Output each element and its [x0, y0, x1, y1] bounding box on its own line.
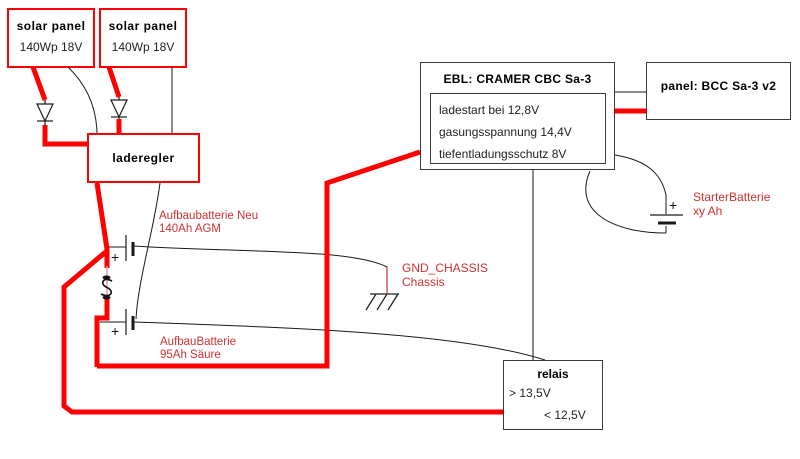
solar-panel-2-box: solar panel 140Wp 18V — [99, 8, 187, 68]
control-panel-box: panel: BCC Sa-3 v2 — [646, 62, 791, 120]
solar-panel-1-box: solar panel 140Wp 18V — [7, 8, 95, 68]
relais-box: relais > 13,5V < 12,5V — [503, 360, 603, 430]
relais-threshold-off: < 12,5V — [544, 408, 586, 422]
label-starterbatterie-line2: xy Ah — [693, 204, 723, 218]
label-aufbaubatterie-neu-line2: 140Ah AGM — [159, 223, 222, 235]
chassis-ground-icon — [365, 293, 399, 311]
solar-panel-2-title: solar panel — [108, 19, 178, 33]
battery2-symbol — [125, 309, 135, 335]
wire-battery2-ebl — [97, 149, 421, 369]
wire-fuse-battery2 — [94, 297, 110, 367]
label-gnd-line2: Chassis — [402, 275, 445, 289]
ebl-line-tiefentladungsschutz: tiefentladungsschutz 8V — [439, 147, 567, 161]
relais-threshold-on: > 13,5V — [509, 386, 551, 400]
battery2-plus-sign: + — [111, 323, 120, 339]
fuse-icon — [100, 275, 113, 300]
battery1-symbol — [125, 235, 135, 261]
control-panel-title: panel: BCC Sa-3 v2 — [660, 79, 777, 93]
diode-icon-2 — [110, 95, 128, 121]
label-aufbaubatterie-neu-line1: Aufbaubatterie Neu — [159, 210, 259, 222]
battery1-plus-sign: + — [111, 249, 120, 265]
starterbattery-symbol — [650, 214, 683, 225]
label-aufbaubatterie-alt-line2: 95Ah Säure — [160, 349, 221, 361]
laderegler-box: laderegler — [87, 133, 200, 183]
wire-ebl-to-starterbattery-top — [614, 154, 667, 196]
diode-icon-1 — [36, 99, 54, 127]
label-gnd-chassis: GND_CHASSIS Chassis — [402, 261, 488, 289]
wire-laderegler-to-battery2 — [135, 182, 161, 320]
ebl-title: EBL: CRAMER CBC Sa-3 — [443, 72, 592, 86]
wire-solar1-diode — [30, 66, 48, 101]
wire-solar1-to-laderegler — [67, 66, 98, 134]
laderegler-title: laderegler — [112, 151, 175, 165]
wire-battery1-to-ground — [133, 245, 388, 268]
wire-laderegler-battery1 — [94, 182, 110, 250]
label-aufbaubatterie-neu: Aufbaubatterie Neu 140Ah AGM — [159, 210, 258, 236]
wire-diode1-laderegler — [42, 125, 87, 147]
label-aufbaubatterie-alt: AufbauBatterie 95Ah Säure — [160, 336, 236, 362]
label-gnd-line1: GND_CHASSIS — [402, 261, 489, 275]
relais-title: relais — [537, 367, 569, 381]
wire-solar2-diode — [106, 66, 122, 98]
ebl-line-ladestart: ladestart bei 12,8V — [439, 103, 540, 117]
ebl-settings-panel: ladestart bei 12,8V gasungsspannung 14,4… — [430, 93, 606, 164]
label-starterbatterie: StarterBatterie xy Ah — [693, 190, 770, 218]
solar-panel-2-spec: 140Wp 18V — [111, 40, 175, 54]
ebl-line-gasungsspannung: gasungsspannung 14,4V — [439, 125, 572, 139]
label-aufbaubatterie-alt-line1: AufbauBatterie — [160, 336, 237, 348]
ebl-box: EBL: CRAMER CBC Sa-3 ladestart bei 12,8V… — [420, 62, 615, 170]
solar-panel-1-spec: 140Wp 18V — [19, 40, 83, 54]
solar-panel-1-title: solar panel — [16, 19, 86, 33]
wire-ebl-to-starterbattery-bottom — [585, 170, 667, 234]
label-starterbatterie-line1: StarterBatterie — [693, 190, 771, 204]
starterbattery-plus-sign: + — [669, 197, 678, 213]
